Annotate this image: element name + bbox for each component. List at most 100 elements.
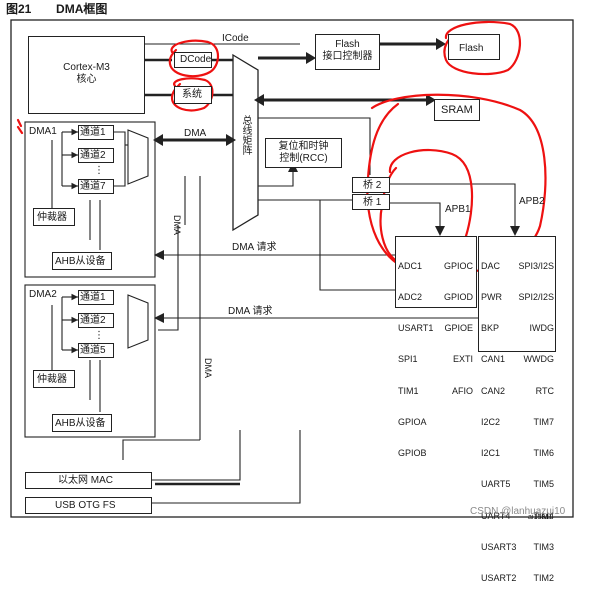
- bus-matrix-shape: [232, 53, 259, 232]
- periph-can1: CAN1: [481, 354, 506, 365]
- core-label: Cortex-M3 核心: [28, 62, 145, 86]
- figure-name: DMA框图: [56, 2, 108, 16]
- rcc-line2: 控制(RCC): [279, 153, 328, 164]
- system-box: [174, 86, 212, 104]
- dma2-arbiter-label: 仲裁器: [37, 374, 67, 385]
- periph-gpiob: GPIOB: [398, 448, 427, 459]
- periph-iwdg: IWDG: [529, 323, 555, 334]
- annotation-system: [170, 77, 214, 112]
- periph-spi2-i2s: SPI2/I2S: [518, 292, 554, 303]
- periph-gpioc: GPIOC: [444, 260, 474, 271]
- bridge2-label: 桥 2: [363, 180, 382, 191]
- periph-spi1: SPI1: [398, 354, 418, 365]
- flash-label: Flash: [459, 43, 484, 54]
- figure-number: 图21: [6, 2, 32, 16]
- dma1-channel-1: [78, 125, 114, 140]
- dma2-channel-2: [78, 313, 114, 328]
- periph-adc2: ADC2: [398, 292, 423, 303]
- dma1-ellipsis: ⋮: [94, 165, 104, 176]
- dma2-channel-1-label: 通道1: [80, 292, 106, 303]
- dcode-label: DCode: [180, 54, 212, 65]
- periph-adc1: ADC1: [398, 260, 423, 271]
- dma-vertical-label-1: DMA: [172, 215, 182, 235]
- icode-label: ICode: [222, 33, 249, 44]
- dma1-channel-2: [78, 148, 114, 163]
- csdn-watermark: CSDN @lanhuazui10: [470, 506, 566, 517]
- dma1-channel-7: [78, 179, 114, 194]
- periph-uart5: UART5: [481, 479, 511, 490]
- dma-block-diagram: 图21 DMA框图: [6, 0, 574, 583]
- rcc-line1: 复位和时钟: [278, 141, 329, 152]
- periph-can2: CAN2: [481, 385, 506, 396]
- periph-afio: AFIO: [452, 385, 474, 396]
- cortex-m3-core: [28, 36, 145, 114]
- bridge1-box: [352, 194, 390, 210]
- periph-uart4: UART4: [481, 510, 511, 521]
- apb2-left-column: ADC1 ADC2 USART1 SPI1 TIM1 GPIOA GPIOB: [398, 240, 433, 479]
- dma1-arbiter-label: 仲裁器: [37, 212, 67, 223]
- dma1-title: DMA1: [29, 126, 57, 137]
- bridge2-box: [352, 177, 390, 193]
- apb1-peripherals: [478, 236, 556, 352]
- periph-tim4: TIM4: [533, 510, 554, 521]
- periph-exti: EXTI: [453, 354, 474, 365]
- dma-request-label-1: DMA 请求: [232, 242, 277, 253]
- dma1-frame: [24, 121, 156, 278]
- bus-matrix-label: 总线矩阵: [240, 115, 251, 155]
- dma2-arbiter: [33, 370, 75, 388]
- flash-controller: [315, 34, 380, 70]
- annotation-dcode: [168, 39, 220, 78]
- periph-wwdg: WWDG: [523, 354, 555, 365]
- periph-spi3-i2s: SPI3/I2S: [518, 260, 554, 271]
- usb-otg-label: USB OTG FS: [55, 500, 116, 511]
- ethernet-mac-label: 以太网 MAC: [58, 475, 113, 486]
- figure-title: 图21 DMA框图: [6, 0, 107, 17]
- periph-bkp: BKP: [481, 323, 500, 334]
- flash-box: [448, 34, 500, 60]
- dma2-channel-5-label: 通道5: [80, 345, 106, 356]
- dma2-channel-5: [78, 343, 114, 358]
- dma1-ahb-slave-label: AHB从设备: [55, 256, 106, 267]
- sram-box: [434, 99, 480, 121]
- dma2-channel-2-label: 通道2: [80, 315, 106, 326]
- dma1-channel-1-label: 通道1: [80, 127, 106, 138]
- dma1-ahb-slave: [52, 252, 112, 270]
- periph-pwr: PWR: [481, 292, 502, 303]
- apb1-right-column: SPI3/I2S SPI2/I2S IWDG WWDG RTC TIM7 TIM…: [512, 240, 554, 604]
- periph-rtc: RTC: [535, 385, 554, 396]
- annotation-tick: [16, 125, 24, 135]
- periph-tim7: TIM7: [533, 416, 554, 427]
- periph-i2c2: I2C2: [481, 416, 501, 427]
- apb2-label: APB2: [519, 196, 545, 207]
- flash-controller-line2: 接口控制器: [322, 51, 373, 62]
- usb-otg-box: [25, 497, 152, 514]
- dma2-title: DMA2: [29, 289, 57, 300]
- periph-tim6: TIM6: [533, 448, 554, 459]
- periph-gpiod: GPIOD: [444, 292, 474, 303]
- periph-tim1: TIM1: [398, 385, 419, 396]
- ethernet-mac-box: [25, 472, 152, 489]
- dcode-box: [174, 52, 212, 68]
- rcc-box: [265, 138, 342, 168]
- figure-code: ai15811: [528, 514, 553, 521]
- dma1-channel-2-label: 通道2: [80, 150, 106, 161]
- periph-i2c1: I2C1: [481, 448, 501, 459]
- periph-tim3: TIM3: [533, 541, 554, 552]
- core-sub: 核心: [76, 74, 97, 85]
- dma2-ahb-slave-label: AHB从设备: [55, 418, 106, 429]
- apb2-peripherals: [395, 236, 477, 308]
- periph-usart1: USART1: [398, 323, 434, 334]
- dma2-ellipsis: ⋮: [94, 330, 104, 341]
- periph-gpioe: GPIOE: [444, 323, 474, 334]
- outer-frame: [10, 19, 574, 518]
- dma-vertical-label-2: DMA: [203, 358, 213, 378]
- flash-controller-line1: Flash: [335, 39, 360, 50]
- periph-tim2: TIM2: [533, 573, 554, 583]
- periph-tim5: TIM5: [533, 479, 554, 490]
- rcc-label: 复位和时钟 控制(RCC): [265, 141, 342, 165]
- core-name: Cortex-M3: [63, 62, 110, 73]
- dma2-channel-1: [78, 290, 114, 305]
- periph-dac: DAC: [481, 260, 501, 271]
- dma-arrow-label: DMA: [184, 128, 207, 139]
- annotation-flash: [443, 20, 521, 76]
